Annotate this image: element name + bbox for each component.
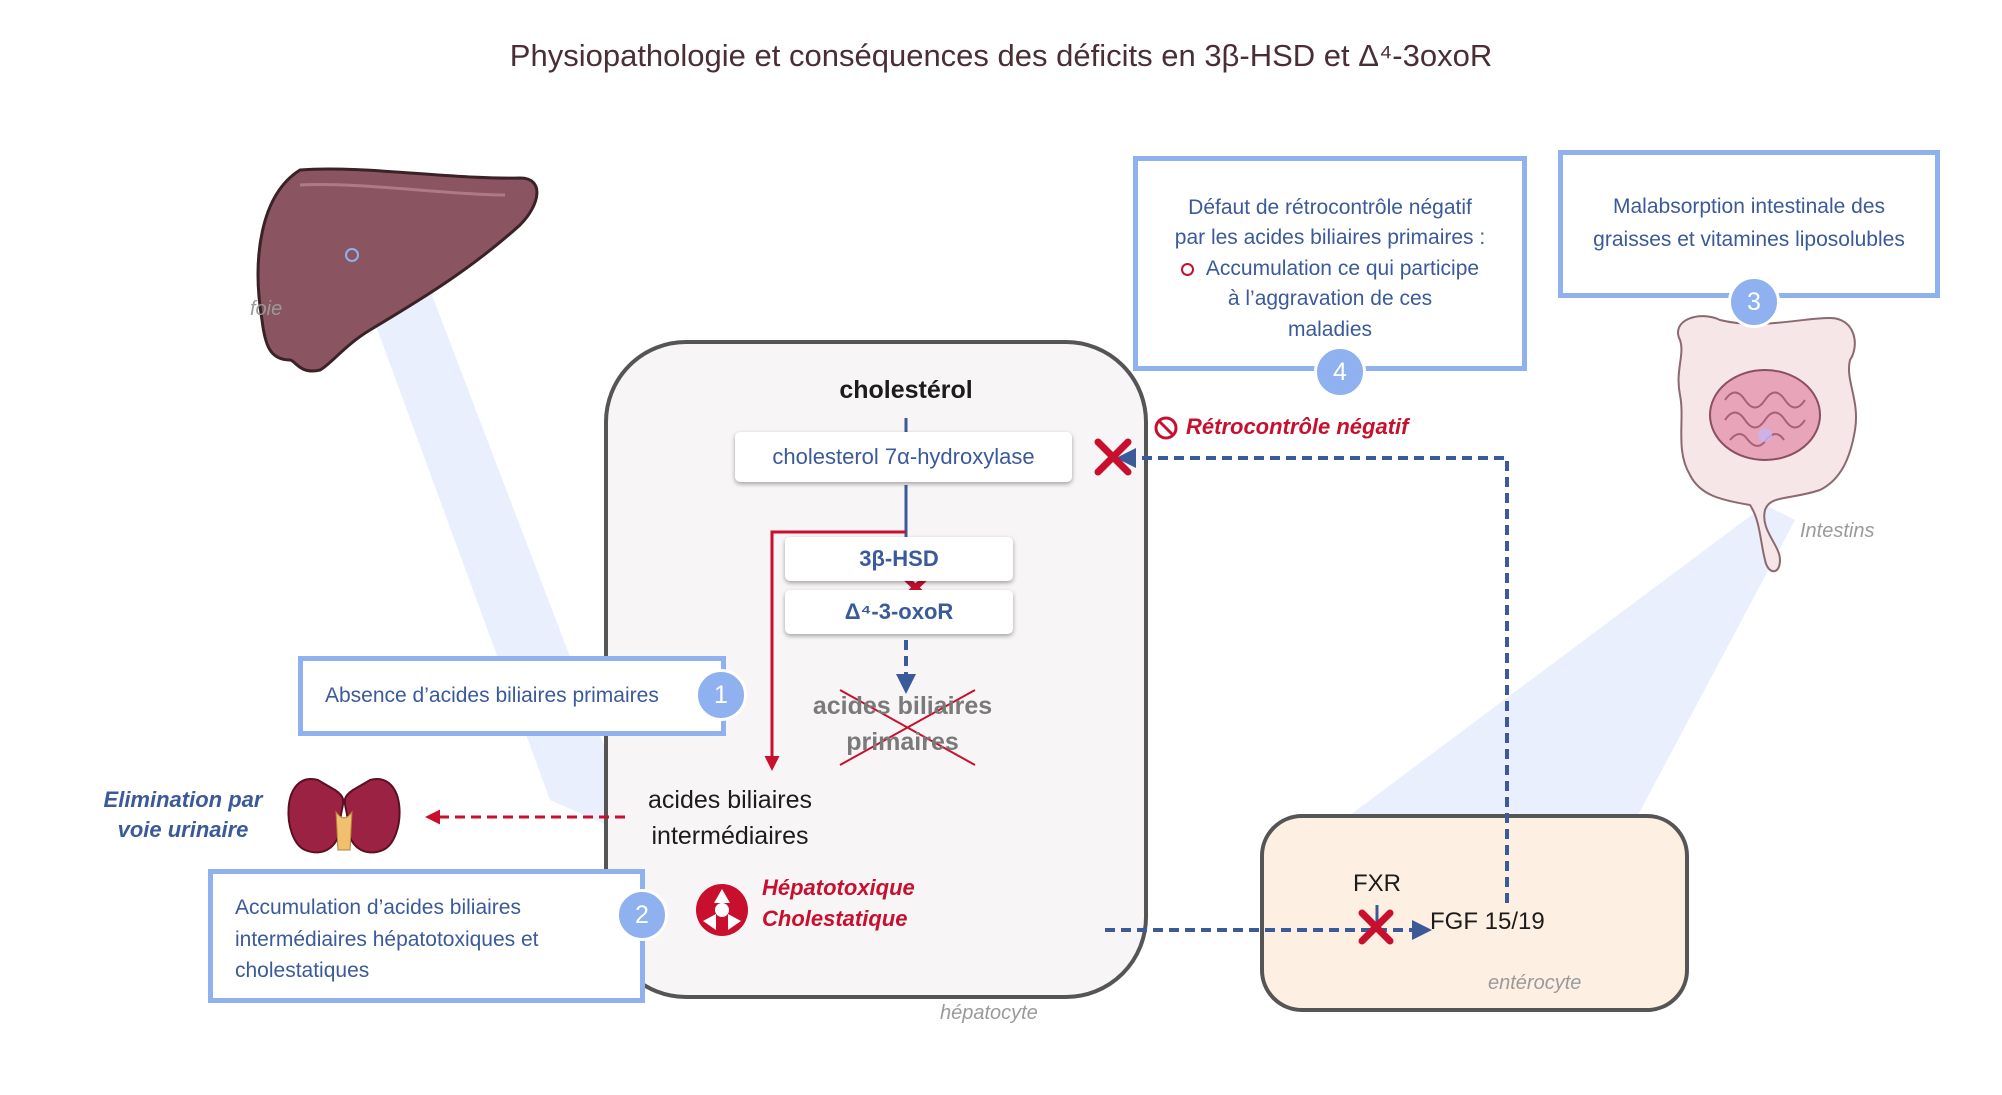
intestine-projection-cone xyxy=(1330,505,1795,830)
toxicity-label: Hépatotoxique Cholestatique xyxy=(762,873,915,935)
enzyme-7a-hydroxylase: cholesterol 7α-hydroxylase xyxy=(735,432,1072,482)
bullet-circle-icon xyxy=(1180,262,1194,276)
info-box-4-line-2: par les acides biliaires primaires : xyxy=(1174,226,1486,250)
cross-mark-icon xyxy=(1094,438,1132,476)
fgf-label: FGF 15/19 xyxy=(1430,908,1545,935)
info-box-3: Malabsorption intestinale des graisses e… xyxy=(1558,150,1940,298)
toxicity-line-1: Hépatotoxique xyxy=(762,875,915,900)
enterocyte-cell xyxy=(1260,814,1689,1012)
intestine-label: Intestins xyxy=(1800,520,1875,542)
intermediate-acids-label: acides biliaires intermédiaires xyxy=(648,786,812,851)
info-box-4-bullet-row: Accumulation ce qui participe xyxy=(1154,254,1506,284)
fxr-label: FXR xyxy=(1353,870,1401,897)
info-box-4-bullet: Accumulation ce qui participe xyxy=(1205,256,1480,280)
info-box-2-text: Accumulation d’acides biliaires interméd… xyxy=(235,896,539,982)
liver-icon xyxy=(256,167,539,373)
primary-acids-label: acides biliaires primaires xyxy=(812,692,993,757)
feedback-arrow xyxy=(1116,448,1509,903)
info-box-4-line-4: à l’aggravation de ces xyxy=(1227,287,1433,311)
enzyme-3bhsd-label: 3β-HSD xyxy=(859,546,939,571)
hepatocyte-label: hépatocyte xyxy=(940,1002,1038,1024)
badge-1: 1 xyxy=(695,669,747,721)
info-box-4: Défaut de rétrocontrôle négatif par les … xyxy=(1133,156,1527,371)
elimination-line-2: voie urinaire xyxy=(117,816,249,842)
feedback-label: Rétrocontrôle négatif xyxy=(1186,414,1409,439)
info-box-1-text: Absence d’acides biliaires primaires xyxy=(325,684,659,707)
cross-mark-icon xyxy=(1358,909,1394,945)
info-box-4-line-1: Défaut de rétrocontrôle négatif xyxy=(1188,196,1472,219)
badge-4: 4 xyxy=(1314,346,1366,398)
branch-to-intermediate-arrow xyxy=(764,530,906,771)
badge-3: 3 xyxy=(1728,276,1780,328)
enzyme-oxor: Δ⁴-3-oxoR xyxy=(785,590,1013,634)
info-box-4-line-5: maladies xyxy=(1287,317,1373,341)
elimination-label: Elimination par voie urinaire xyxy=(98,785,268,844)
info-box-1: Absence d’acides biliaires primaires xyxy=(298,656,726,736)
cross-mark-icon xyxy=(839,689,976,766)
biohazard-icon xyxy=(696,884,748,936)
badge-2: 2 xyxy=(616,889,668,941)
intestine-icon xyxy=(1677,315,1857,573)
toxicity-line-2: Cholestatique xyxy=(762,905,908,931)
cholesterol-label: cholestérol xyxy=(839,376,973,404)
enzyme-7a-label: cholesterol 7α-hydroxylase xyxy=(772,444,1035,469)
prohibited-icon xyxy=(1154,416,1178,440)
liver-projection-cone xyxy=(350,255,640,840)
liver-label: foie xyxy=(250,298,283,320)
info-box-2: Accumulation d’acides biliaires interméd… xyxy=(208,869,645,1003)
page-title: Physiopathologie et conséquences des déf… xyxy=(509,38,1493,73)
enzyme-3bhsd: 3β-HSD xyxy=(785,537,1013,581)
enterocyte-label: entérocyte xyxy=(1488,972,1582,994)
info-box-3-text: Malabsorption intestinale des graisses e… xyxy=(1593,195,1905,251)
kidney-icon xyxy=(287,778,401,854)
enzyme-oxor-label: Δ⁴-3-oxoR xyxy=(844,599,954,624)
elimination-line-1: Elimination par xyxy=(103,787,263,812)
